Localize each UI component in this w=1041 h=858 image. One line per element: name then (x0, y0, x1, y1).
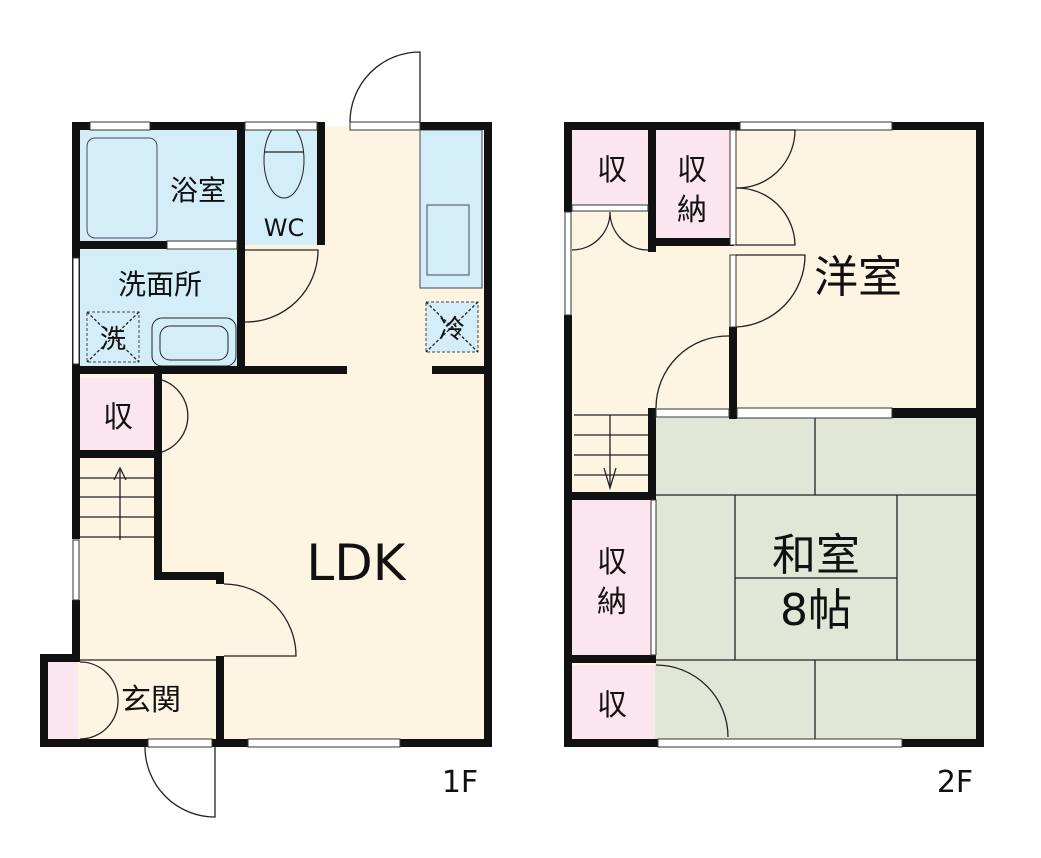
room-size-japanese: 8帖 (780, 585, 852, 636)
entry-door-frame (349, 121, 421, 131)
floor-1: 浴室 WC 洗面所 洗 冷 収 LDK 玄関 1F (40, 51, 492, 818)
storage-area (78, 378, 158, 450)
door-swing (735, 254, 806, 328)
tatami-lines (655, 418, 978, 740)
room-label-washroom: 洗面所 (118, 268, 202, 301)
door-swing (144, 746, 216, 818)
japanese-room-tatami (655, 418, 978, 740)
closet-left-label-line1: 収 (597, 545, 627, 580)
room-label-japanese: 和室 (772, 530, 860, 581)
window (564, 211, 572, 316)
room-label-entrance: 玄関 (121, 683, 181, 718)
floor-2: 収 収 納 洋室 収 納 収 和室 8帖 2F (564, 121, 984, 800)
storage-door-swing (571, 211, 649, 251)
window (657, 738, 903, 748)
door-swing (161, 379, 189, 453)
room-label-wc: WC (264, 214, 305, 242)
storage-bottom (572, 665, 655, 743)
door-swing (349, 51, 421, 123)
door-swing (655, 664, 729, 738)
window (72, 257, 80, 365)
storage-top (572, 130, 652, 205)
closet-left (572, 500, 655, 655)
room-label-bath: 浴室 (170, 174, 226, 207)
closet-top (655, 130, 733, 243)
stairs-2f (574, 414, 652, 491)
room-label-storage: 収 (103, 400, 133, 435)
closet-label-line2: 納 (677, 193, 707, 228)
kitchen-counter (419, 129, 483, 289)
kitchen-sink (426, 204, 470, 276)
door-swing (223, 583, 297, 657)
room-label-ldk: LDK (306, 534, 406, 592)
door-swing (79, 661, 119, 740)
washer-space (86, 311, 140, 363)
closet-label-line1: 収 (677, 153, 707, 188)
room-label-storage-bottom: 収 (597, 688, 627, 723)
window (247, 738, 401, 748)
floor-label-1f: 1F (442, 765, 478, 800)
door-swing (655, 335, 730, 409)
fridge-label: 冷 (439, 315, 465, 345)
window (736, 407, 893, 419)
entrance-door-frame (147, 738, 213, 748)
shoe-storage (44, 658, 78, 743)
toilet (263, 121, 305, 199)
floor-label-2f: 2F (937, 765, 973, 800)
room-label-storage-top: 収 (597, 153, 627, 188)
washer-label: 洗 (100, 325, 126, 355)
bathtub (86, 137, 158, 239)
door-swing (244, 249, 319, 323)
stairs-1f (80, 466, 156, 540)
closet-left-label-line2: 納 (597, 585, 627, 620)
room-label-western: 洋室 (814, 252, 902, 303)
closet-door-swing (735, 129, 796, 246)
window (72, 539, 80, 601)
window (89, 121, 151, 131)
window (244, 121, 318, 131)
window (739, 121, 893, 131)
